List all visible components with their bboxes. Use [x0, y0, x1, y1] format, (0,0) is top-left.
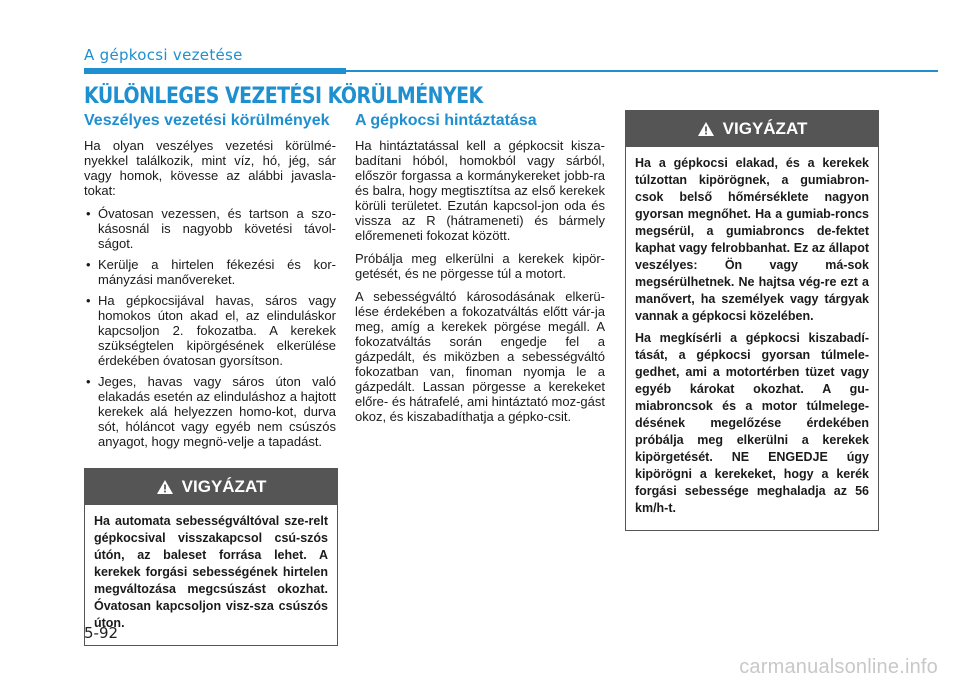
warning-header: VIGYÁZAT — [626, 111, 878, 147]
paragraph: A sebességváltó károsodásának elkerü-lés… — [355, 289, 606, 424]
header-rule-thin — [346, 70, 938, 72]
page-number: 5-92 — [84, 624, 119, 642]
warning-box-rocking: VIGYÁZAT Ha a gépkocsi elakad, és a kere… — [625, 110, 879, 531]
heading-dangerous-conditions: Veszélyes vezetési körülmények — [84, 112, 330, 129]
warning-title: VIGYÁZAT — [181, 477, 267, 496]
list-item: Jeges, havas vagy sáros úton való elakad… — [84, 374, 336, 449]
paragraph: Ha hintáztatással kell a gépkocsit kisza… — [355, 138, 605, 243]
watermark: carmanualsonline.info — [739, 656, 938, 678]
header-rule-thick — [84, 68, 346, 74]
warning-title: VIGYÁZAT — [722, 119, 808, 138]
warning-body: Ha a gépkocsi elakad, és a kerekek túlzo… — [626, 147, 878, 530]
list-item: Kerülje a hirtelen fékezési és kor-mányz… — [84, 257, 336, 287]
paragraph: Próbálja meg elkerülni a kerekek kipör-g… — [355, 251, 605, 281]
middle-column: A gépkocsi hintáztatása Ha hintáztatássa… — [355, 112, 605, 432]
page-title: KÜLÖNLEGES VEZETÉSI KÖRÜLMÉNYEK — [84, 84, 483, 109]
section-label: A gépkocsi vezetése — [84, 46, 243, 64]
warning-text: Ha automata sebességváltóval sze-relt gé… — [94, 514, 328, 630]
intro-paragraph: Ha olyan veszélyes vezetési körülmé-nyek… — [84, 138, 336, 198]
warning-text: Ha a gépkocsi elakad, és a kerekek túlzo… — [635, 156, 869, 323]
warning-triangle-icon — [156, 480, 173, 494]
heading-rocking-vehicle: A gépkocsi hintáztatása — [355, 112, 537, 129]
list-item: Óvatosan vezessen, és tartson a szo-káso… — [84, 206, 336, 251]
warning-text: Ha megkísérli a gépkocsi kiszabadí-tását… — [635, 331, 869, 515]
advice-list: Óvatosan vezessen, és tartson a szo-káso… — [84, 206, 336, 449]
list-item: Ha gépkocsijával havas, sáros vagy homok… — [84, 293, 336, 368]
left-column: Veszélyes vezetési körülmények Ha olyan … — [84, 112, 336, 455]
warning-triangle-icon — [697, 122, 714, 136]
warning-box-shifting: VIGYÁZAT Ha automata sebességváltóval sz… — [84, 468, 338, 646]
warning-body: Ha automata sebességváltóval sze-relt gé… — [85, 505, 337, 645]
warning-header: VIGYÁZAT — [85, 469, 337, 505]
